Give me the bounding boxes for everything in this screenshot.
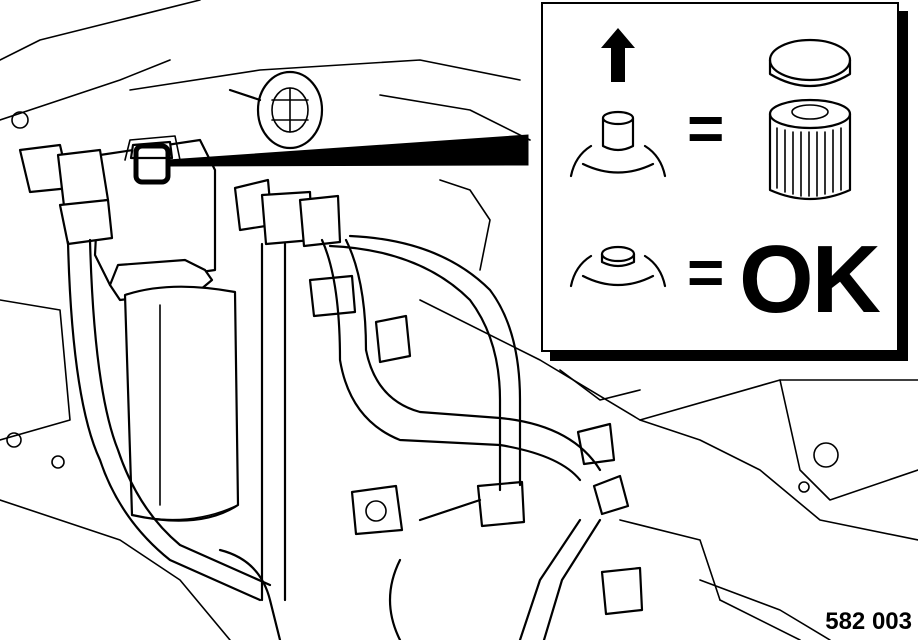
fuel-filter-housing <box>93 135 240 522</box>
inset-pointer <box>167 134 529 167</box>
fuel-valve <box>228 70 324 150</box>
indicator-lowered-icon <box>569 245 667 288</box>
pipe-fittings <box>18 143 644 616</box>
fuel-filter-element-icon <box>768 38 852 201</box>
equals-sign-bottom: = <box>687 236 725 308</box>
indicator-raised-icon <box>569 28 667 178</box>
inset-panel: = = OK <box>541 2 899 352</box>
equals-sign-top: = <box>687 92 725 164</box>
fuel-lines <box>66 234 602 640</box>
ok-label: OK <box>739 226 881 333</box>
figure-number: 582 003 <box>825 608 912 635</box>
up-arrow-icon <box>601 28 635 82</box>
